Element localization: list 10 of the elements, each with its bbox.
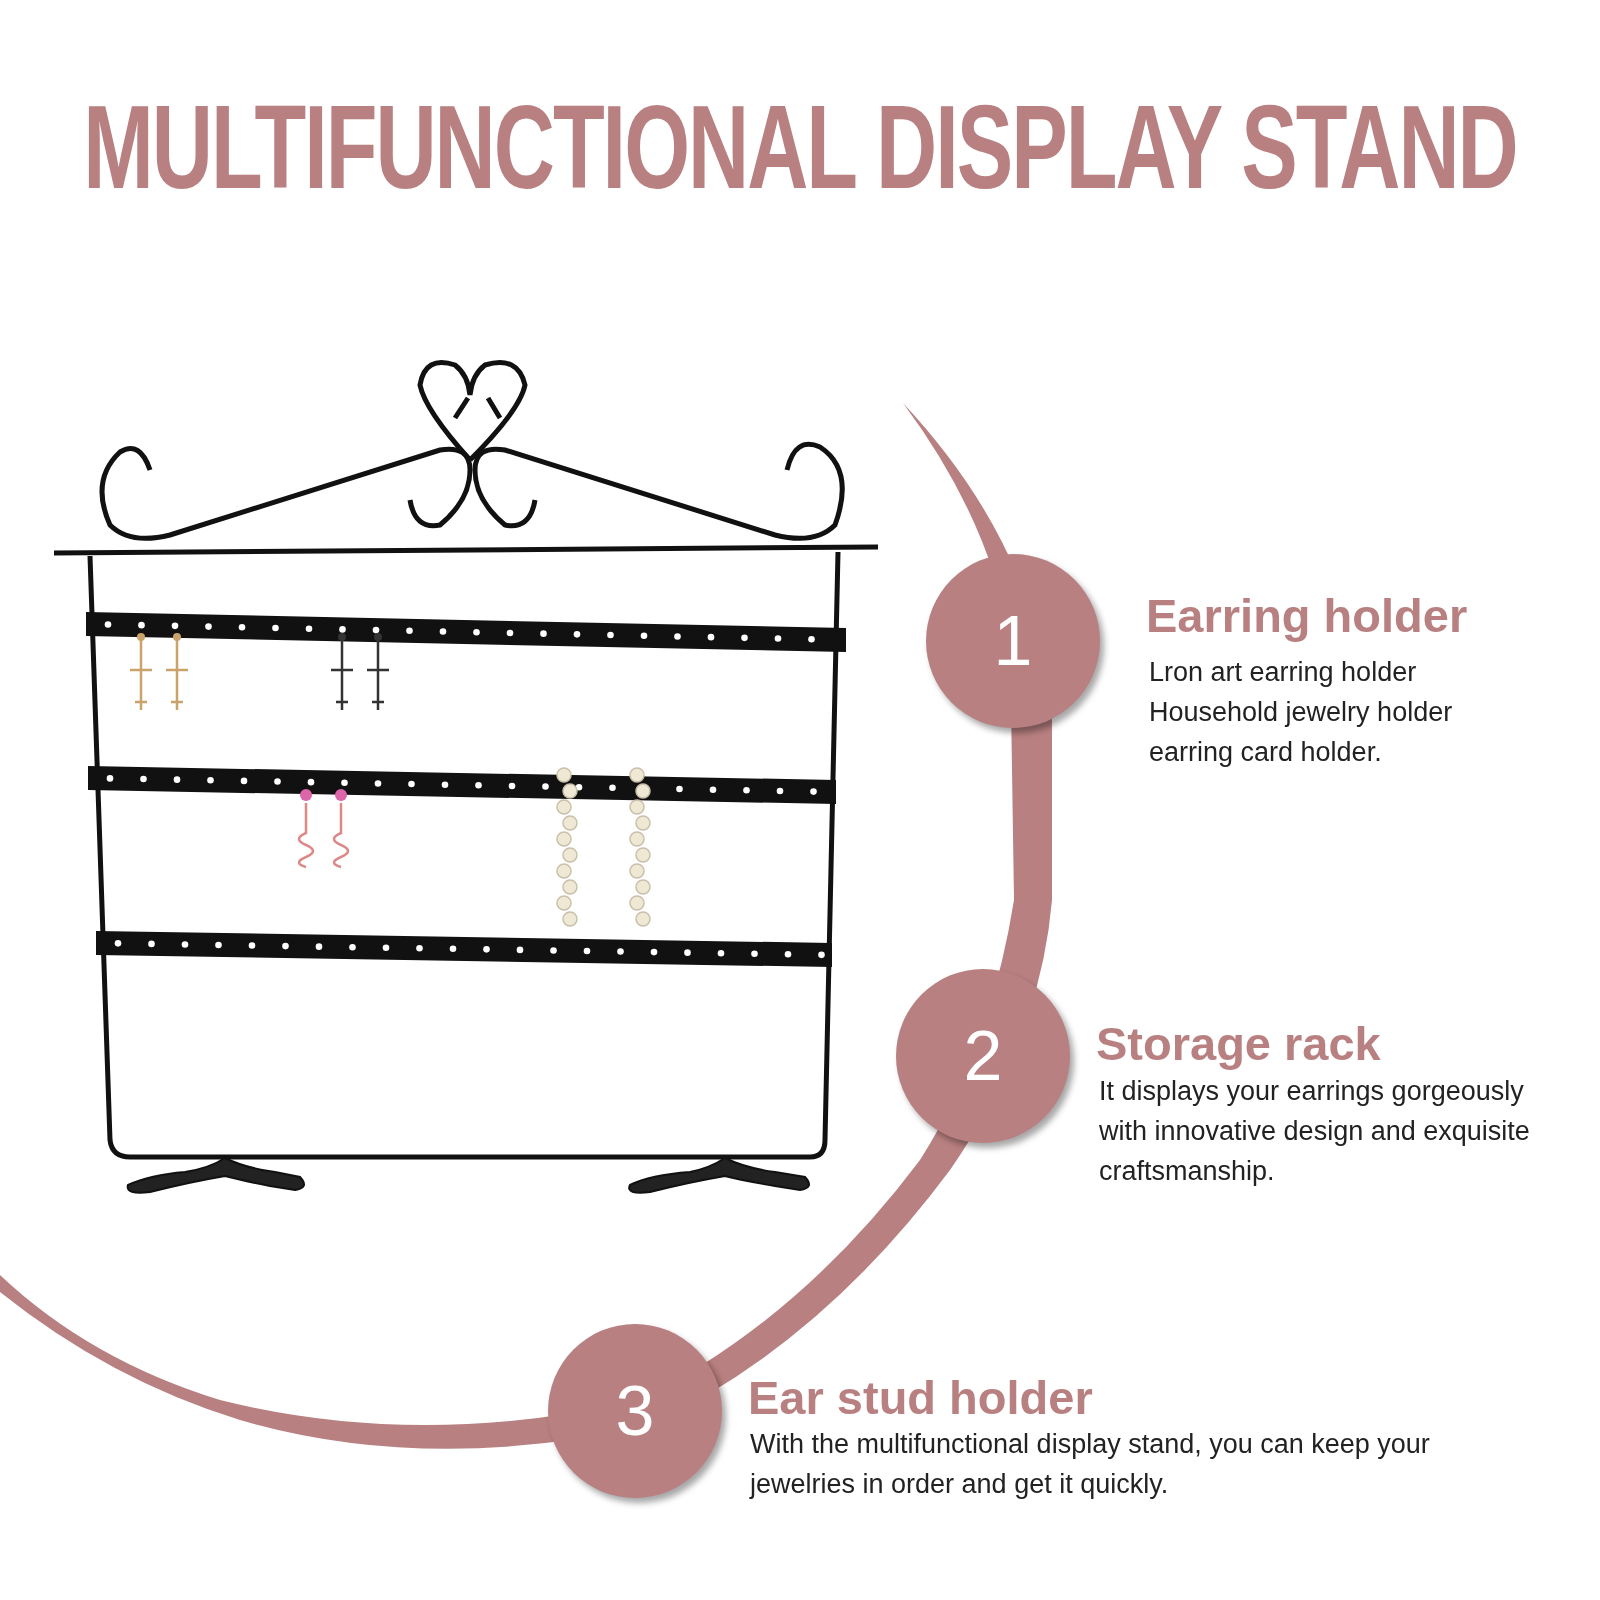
- feature-heading: Earring holder: [1146, 590, 1468, 642]
- title: MULTIFUNCTIONAL DISPLAY STAND: [83, 80, 1517, 216]
- feature-heading: Ear stud holder: [748, 1372, 1093, 1424]
- feature-description: With the multifunctional display stand, you can keep your jewelries in order and get it quickly.: [750, 1428, 1431, 1501]
- step-number: 1: [993, 601, 1033, 681]
- feature-description: Lron art earring holder Household jewelry holder earring card holder.: [1149, 656, 1454, 769]
- step-number: 2: [963, 1016, 1003, 1096]
- step-number: 3: [615, 1371, 655, 1451]
- feature-description: It displays your earrings gorgeously with innovative design and exquisite craftsmanship.: [1099, 1075, 1531, 1188]
- feature-heading: Storage rack: [1096, 1018, 1381, 1070]
